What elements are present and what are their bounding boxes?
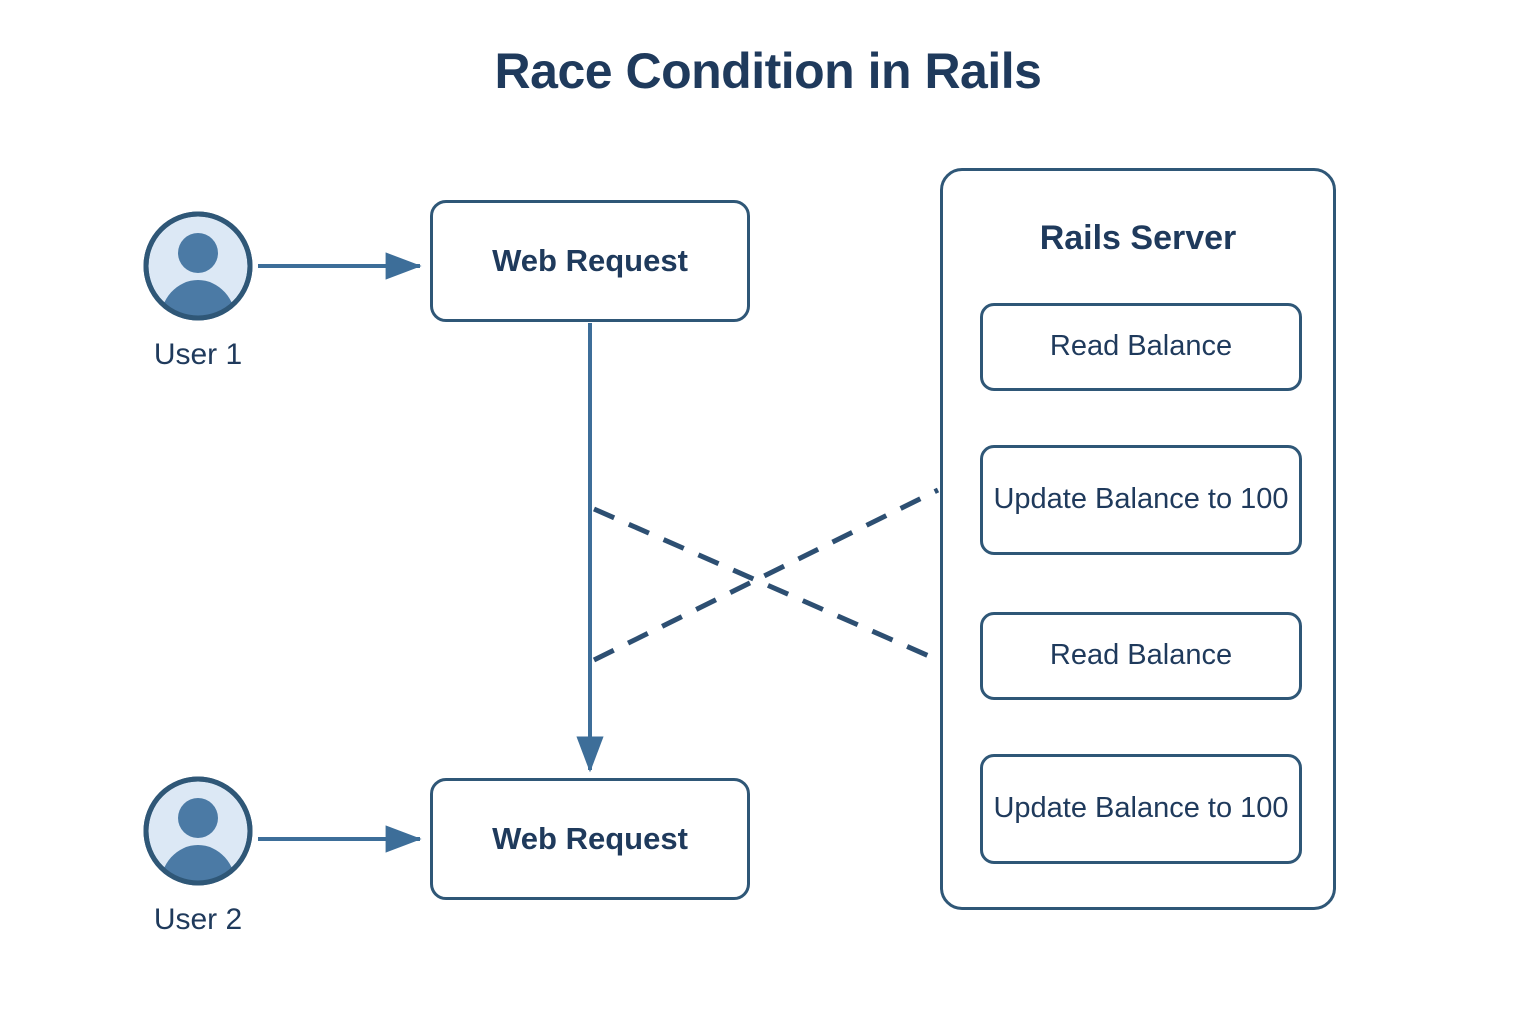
web-request-box-1[interactable]: Web Request (430, 200, 750, 322)
page-title: Race Condition in Rails (494, 43, 1042, 99)
web-request-box-2[interactable]: Web Request (430, 778, 750, 900)
rails-server-title: Rails Server (1039, 219, 1237, 257)
dashed-request1-to-readbalance2 (592, 506, 940, 663)
dashed-request2-to-updatebalance1 (592, 487, 940, 663)
rails-server-panel: Rails Server Read Balance Update Balance… (940, 168, 1336, 910)
step-update-balance-1[interactable]: Update Balance to 100 (980, 445, 1302, 555)
user-1-group: User 1 (118, 210, 278, 372)
step-update-balance-2[interactable]: Update Balance to 100 (980, 754, 1302, 864)
user-2-label: User 2 (153, 903, 243, 936)
user-1-label: User 1 (153, 338, 243, 371)
user-avatar-icon (143, 211, 253, 321)
user-avatar-icon (143, 776, 253, 886)
step-read-balance-2[interactable]: Read Balance (980, 612, 1302, 700)
step-read-balance-1[interactable]: Read Balance (980, 303, 1302, 391)
user-2-group: User 2 (118, 775, 278, 937)
